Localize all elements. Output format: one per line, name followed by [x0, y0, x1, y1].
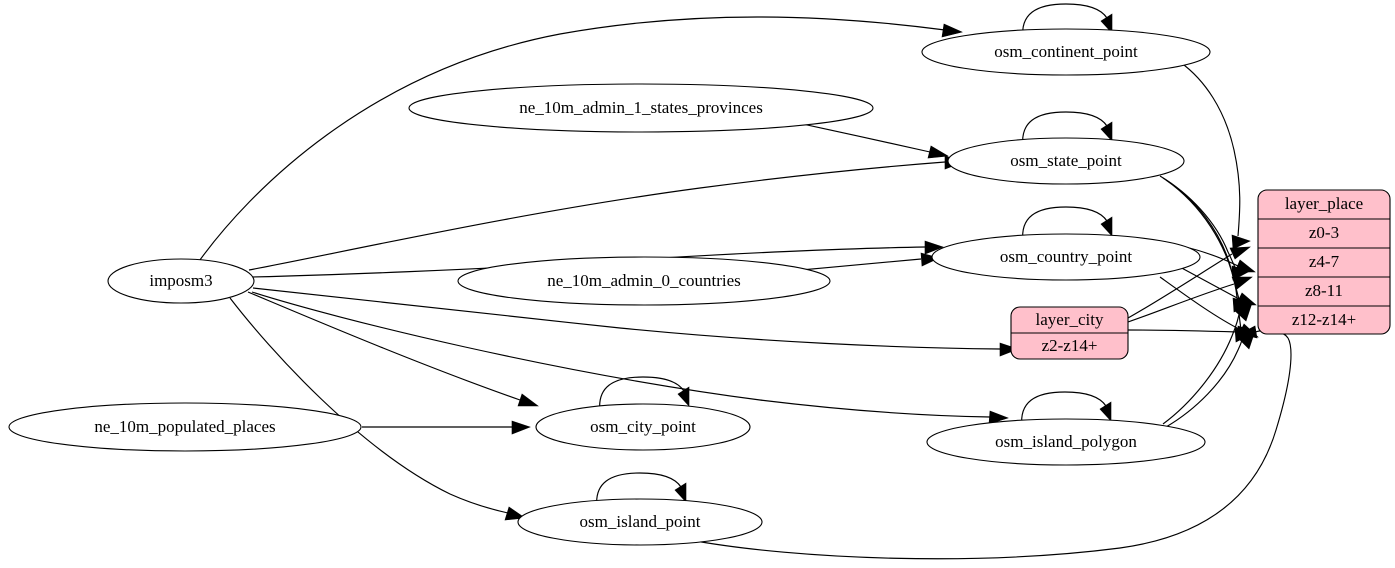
- node-ne-10m-admin-0-countries[interactable]: ne_10m_admin_0_countries: [457, 256, 831, 306]
- node-osm-island-point[interactable]: osm_island_point: [517, 498, 763, 546]
- node-osm-city-point[interactable]: osm_city_point: [535, 403, 751, 451]
- edge-osm-island-point-to-layer-place: [689, 325, 1292, 560]
- node-ne-10m-populated-places[interactable]: ne_10m_populated_places: [8, 402, 362, 452]
- edge-ne-populated-to-osm-city-point: [362, 420, 531, 435]
- edge-imposm3-to-layer-city: [252, 287, 1019, 357]
- edge-self-loop-osm-city-point: [599, 376, 690, 413]
- edge-imposm3-to-osm-state-point: [248, 155, 964, 271]
- node-layer-place[interactable]: layer_place z0-3 z4-7 z8-11 z12-z14+: [1257, 189, 1391, 335]
- edge-layer: [196, 3, 1292, 560]
- edge-osm-island-polygon-to-layer-place-b: [1165, 330, 1256, 428]
- edge-self-loop-osm-state-point: [1022, 111, 1113, 148]
- node-layer: imposm3 ne_10m_populated_places ne_10m_a…: [8, 28, 1391, 546]
- edge-self-loop-osm-continent-point: [1022, 3, 1113, 40]
- edge-imposm3-to-osm-city-point: [247, 291, 539, 407]
- node-layer-city[interactable]: layer_city z2-z14+: [1010, 306, 1129, 360]
- edge-self-loop-osm-island-polygon: [1021, 391, 1112, 428]
- edge-osm-continent-point-to-layer-place: [1179, 61, 1251, 250]
- edge-ne-states-to-osm-state-point: [797, 122, 949, 159]
- edge-self-loop-osm-island-point: [596, 472, 687, 509]
- node-ne-10m-admin-1-states-provinces[interactable]: ne_10m_admin_1_states_provinces: [408, 83, 874, 133]
- edge-imposm3-to-osm-continent-point: [196, 16, 963, 265]
- edge-ne-countries-to-osm-country-point: [789, 252, 940, 272]
- edge-imposm3-to-osm-island-polygon: [251, 291, 1009, 425]
- node-osm-country-point[interactable]: osm_country_point: [931, 233, 1201, 281]
- edge-self-loop-osm-country-point: [1022, 206, 1113, 243]
- edge-osm-country-point-to-layer-place-b: [1177, 265, 1257, 306]
- edge-imposm3-to-osm-island-point: [229, 297, 526, 521]
- edge-osm-island-polygon-to-layer-place-a: [1162, 302, 1253, 425]
- node-imposm3[interactable]: imposm3: [107, 258, 255, 304]
- edge-layer-city-to-layer-place-a: [1127, 246, 1251, 319]
- node-osm-continent-point[interactable]: osm_continent_point: [921, 28, 1211, 76]
- edge-layer-city-to-layer-place-b: [1127, 276, 1253, 323]
- node-osm-island-polygon[interactable]: osm_island_polygon: [926, 418, 1206, 466]
- node-osm-state-point[interactable]: osm_state_point: [947, 137, 1185, 185]
